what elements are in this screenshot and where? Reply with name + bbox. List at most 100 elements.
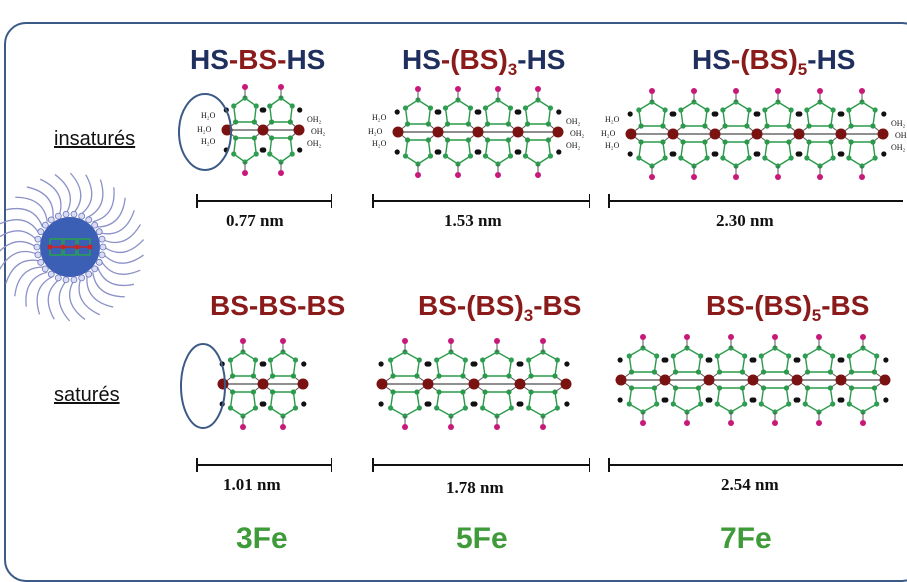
carbon-atom bbox=[793, 397, 799, 403]
nitrogen-atom bbox=[434, 357, 440, 363]
nitrogen-atom bbox=[746, 107, 752, 113]
hydrogen-atom bbox=[242, 84, 248, 90]
nitrogen-atom bbox=[762, 155, 768, 161]
nitrogen-atom bbox=[695, 369, 702, 375]
hydrogen-atom bbox=[242, 170, 248, 176]
hydrogen-atom bbox=[640, 334, 646, 340]
molecule-bottom-3 bbox=[615, 334, 891, 426]
hydrogen-atom bbox=[775, 88, 781, 94]
nitrogen-atom bbox=[848, 139, 854, 145]
surfactant-tail bbox=[15, 196, 48, 222]
hydrogen-atom bbox=[402, 424, 408, 430]
nitrogen-atom bbox=[678, 107, 684, 113]
triazole-ring bbox=[722, 101, 750, 127]
iron-atom bbox=[793, 128, 805, 140]
nitrogen-atom bbox=[525, 121, 531, 127]
nitrogen-atom bbox=[252, 357, 259, 363]
triazole-ring bbox=[806, 141, 834, 167]
carbon-atom bbox=[474, 149, 480, 155]
row-label-insatures: insaturés bbox=[54, 128, 136, 150]
triazole-ring bbox=[672, 347, 702, 373]
nitrogen-atom bbox=[760, 385, 767, 391]
hydrogen-atom bbox=[859, 88, 865, 94]
carbon-atom bbox=[881, 151, 887, 157]
nitrogen-atom bbox=[670, 401, 676, 407]
nitrogen-atom bbox=[442, 105, 449, 111]
nitrogen-atom bbox=[827, 385, 834, 391]
nitrogen-atom bbox=[702, 139, 708, 145]
scale-bar-top-1 bbox=[196, 194, 332, 208]
nitrogen-atom bbox=[414, 389, 420, 395]
nitrogen-atom bbox=[626, 353, 632, 359]
nitrogen-atom bbox=[414, 373, 420, 379]
hydrogen-atom bbox=[415, 172, 421, 178]
nitrogen-atom bbox=[267, 405, 274, 411]
triazole-ring bbox=[716, 387, 746, 413]
hydrogen-atom bbox=[278, 170, 284, 176]
iron-atom bbox=[376, 378, 388, 390]
iron-atom bbox=[747, 374, 759, 386]
surfactant-head bbox=[91, 221, 99, 229]
triazole-ring bbox=[527, 351, 559, 377]
nitrogen-atom bbox=[250, 389, 256, 395]
nitrogen-atom bbox=[289, 151, 295, 157]
nitrogen-atom bbox=[402, 105, 409, 111]
surfactant-tail bbox=[0, 219, 40, 234]
surfactant-head bbox=[70, 276, 78, 284]
chain-iron bbox=[74, 244, 80, 250]
nitrogen-atom bbox=[250, 373, 256, 379]
nitrogen-atom bbox=[442, 153, 449, 159]
nitrogen-atom bbox=[695, 385, 702, 391]
carbon-atom bbox=[514, 109, 520, 115]
hydrogen-atom bbox=[240, 338, 246, 344]
carbon-atom bbox=[516, 361, 522, 367]
nitrogen-atom bbox=[270, 389, 276, 395]
hydrogen-atom bbox=[691, 174, 697, 180]
terminal-group-highlight bbox=[180, 343, 226, 429]
triazole-ring bbox=[806, 101, 834, 127]
nitrogen-atom bbox=[636, 155, 642, 161]
nitrogen-atom bbox=[289, 103, 295, 109]
nitrogen-atom bbox=[746, 155, 752, 161]
nitrogen-atom bbox=[788, 155, 794, 161]
water-ligand-label: OH₂ bbox=[891, 143, 906, 152]
nitrogen-atom bbox=[252, 405, 259, 411]
scale-bar-top-2 bbox=[372, 194, 590, 208]
carbon-atom bbox=[883, 397, 889, 403]
carbon-atom bbox=[711, 151, 717, 157]
water-ligand-label: OH₂ bbox=[891, 119, 906, 128]
nitrogen-atom bbox=[505, 121, 511, 127]
triazole-ring bbox=[269, 351, 297, 377]
nitrogen-atom bbox=[231, 103, 237, 109]
surfactant-head bbox=[78, 274, 86, 282]
nitrogen-atom bbox=[704, 107, 710, 113]
nitrogen-atom bbox=[445, 137, 451, 143]
fe-count-3: 3Fe bbox=[236, 522, 288, 555]
nitrogen-atom bbox=[270, 373, 276, 379]
iron-atom bbox=[751, 128, 763, 140]
nitrogen-atom bbox=[480, 357, 486, 363]
iron-atom bbox=[432, 126, 444, 138]
carbon-atom bbox=[881, 111, 887, 117]
carbon-atom bbox=[837, 151, 843, 157]
nitrogen-atom bbox=[230, 373, 236, 379]
surfactant-head bbox=[95, 258, 103, 266]
molecule-bottom-2 bbox=[376, 338, 572, 430]
carbon-atom bbox=[669, 111, 675, 117]
carbon-atom bbox=[434, 149, 440, 155]
water-ligand-label: OH₂ bbox=[311, 127, 326, 136]
water-ligand-label: H₂O bbox=[368, 127, 383, 136]
hydrogen-atom bbox=[684, 334, 690, 340]
nitrogen-atom bbox=[762, 107, 768, 113]
carbon-atom bbox=[378, 401, 384, 407]
chain-iron bbox=[87, 244, 93, 250]
title-segment: -HS bbox=[807, 44, 856, 75]
nitrogen-atom bbox=[251, 135, 257, 141]
nitrogen-atom bbox=[702, 123, 708, 129]
surfactant-tail bbox=[100, 260, 141, 275]
measurement-bottom-1: 1.01 nm bbox=[223, 475, 281, 494]
water-ligand-label: OH₂ bbox=[570, 129, 585, 138]
title-segment: HS bbox=[286, 44, 326, 75]
